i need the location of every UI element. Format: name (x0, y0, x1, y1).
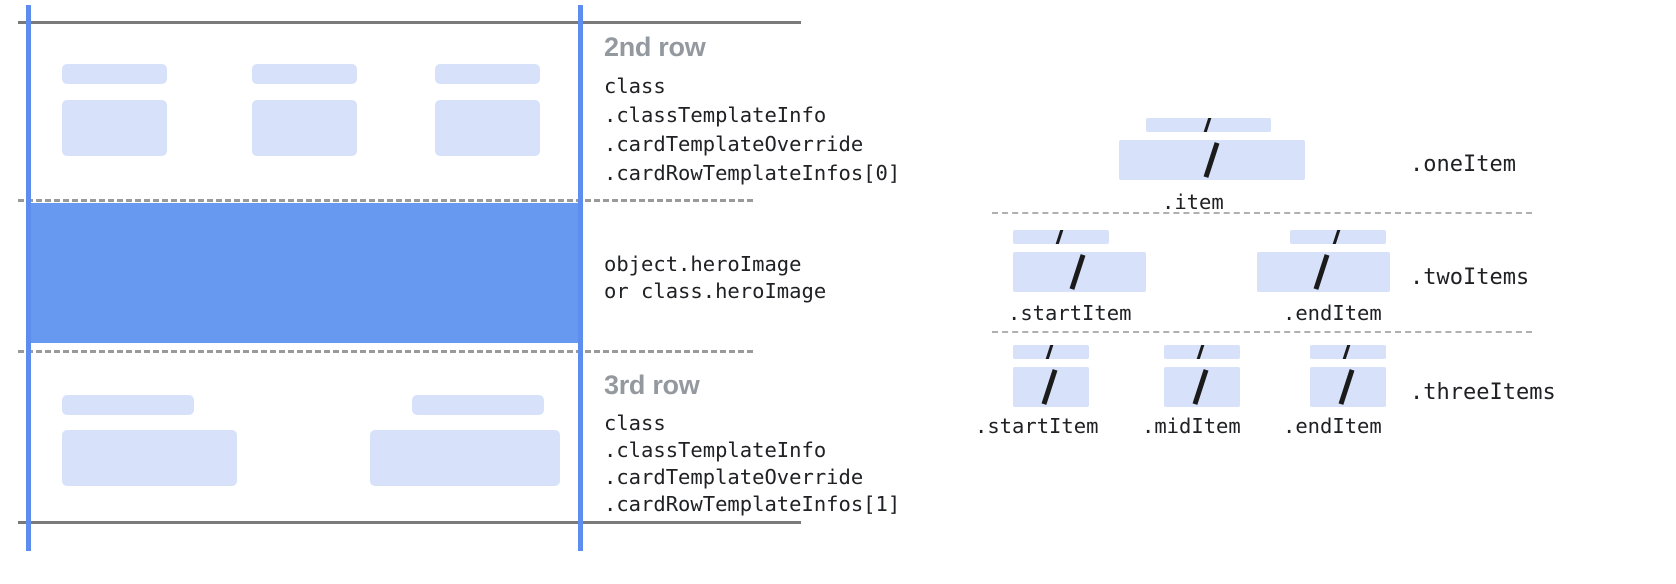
twoitems-enditem-label-bar (1290, 230, 1386, 244)
row3-code-line-1: .classTemplateInfo (604, 438, 827, 462)
row2-code-line-2: .cardTemplateOverride (604, 132, 864, 156)
row2-code-line-3: .cardRowTemplateInfos[0] (604, 161, 901, 185)
threeitems-enditem-value-bar (1310, 367, 1386, 407)
hero-image-band (31, 203, 583, 343)
row3-code-line-3: .cardRowTemplateInfos[1] (604, 492, 901, 516)
row2-heading: 2nd row (604, 32, 706, 62)
row2-col2-value-placeholder (252, 100, 357, 156)
row3-heading: 3rd row (604, 370, 700, 400)
row3-col1-label-placeholder (62, 395, 194, 415)
hero-code-line-0: object.heroImage (604, 252, 802, 276)
card-top-rule (18, 21, 801, 24)
row3-col1-value-placeholder (62, 430, 237, 486)
threeitems-startitem-value-bar (1013, 367, 1089, 407)
oneitem-group-label: .oneItem (1410, 152, 1516, 177)
row2-col1-value-placeholder (62, 100, 167, 156)
oneitem-divider (992, 212, 1532, 214)
oneitem-slot-label-0: .item (1162, 190, 1224, 214)
twoitems-group-label: .twoItems (1410, 265, 1530, 290)
twoitems-divider (992, 331, 1532, 333)
twoitems-startitem-value-bar (1013, 252, 1146, 292)
threeitems-slot-label-1: .midItem (1142, 414, 1241, 438)
twoitems-enditem-value-bar (1257, 252, 1390, 292)
card-bottom-rule (18, 521, 801, 524)
row2-col3-value-placeholder (435, 100, 540, 156)
row2-col2-label-placeholder (252, 64, 357, 84)
twoitems-startitem-label-bar (1013, 230, 1109, 244)
right-guide-line (578, 5, 583, 551)
row3-divider (18, 350, 753, 353)
threeitems-startitem-label-bar (1013, 345, 1089, 359)
oneitem-item-value-bar (1119, 140, 1305, 180)
item-variants-panel: .item .oneItem .startItem .endItem .twoI… (975, 0, 1676, 584)
oneitem-item-label-bar (1146, 118, 1271, 132)
twoitems-slot-label-1: .endItem (1283, 301, 1382, 325)
row2-col3-label-placeholder (435, 64, 540, 84)
threeitems-slot-label-0: .startItem (975, 414, 1099, 438)
threeitems-slot-label-2: .endItem (1283, 414, 1382, 438)
row3-col2-value-placeholder (370, 430, 560, 486)
row3-code-line-0: class (604, 411, 666, 435)
hero-code-line-1: or class.heroImage (604, 279, 827, 303)
row3-code-line-2: .cardTemplateOverride (604, 465, 864, 489)
left-guide-line (26, 5, 31, 551)
card-skeleton (0, 0, 801, 584)
twoitems-slot-label-0: .startItem (1008, 301, 1132, 325)
row3-col2-label-placeholder (412, 395, 544, 415)
row2-code-line-1: .classTemplateInfo (604, 103, 827, 127)
row2-divider (18, 199, 753, 202)
row2-col1-label-placeholder (62, 64, 167, 84)
threeitems-midditem-label-bar (1164, 345, 1240, 359)
threeitems-group-label: .threeItems (1410, 380, 1556, 405)
threeitems-enditem-label-bar (1310, 345, 1386, 359)
row2-code-line-0: class (604, 74, 666, 98)
threeitems-midditem-value-bar (1164, 367, 1240, 407)
